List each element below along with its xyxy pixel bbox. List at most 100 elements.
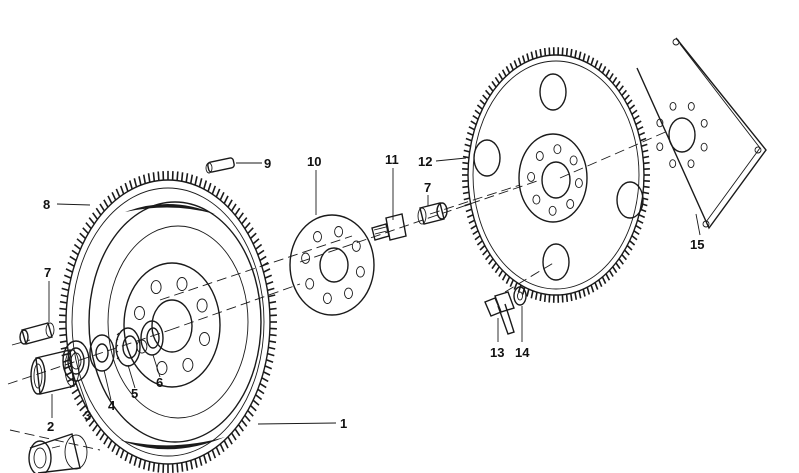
- callout-14: 14: [515, 345, 530, 360]
- bolt-hole: [700, 118, 708, 128]
- gear-tooth: [470, 224, 477, 230]
- gear-tooth: [464, 202, 471, 207]
- gear-tooth: [268, 340, 277, 344]
- gear-tooth: [138, 458, 142, 468]
- bolt-hole: [182, 357, 194, 372]
- gear-tooth: [82, 409, 89, 417]
- gear-tooth: [539, 293, 542, 302]
- gear-tooth: [266, 281, 274, 285]
- gear-tooth: [624, 94, 630, 101]
- gear-tooth: [255, 243, 263, 250]
- gear-tooth: [476, 240, 483, 246]
- gear-tooth: [95, 207, 102, 216]
- callout-8: 8: [43, 197, 50, 212]
- gear-tooth: [252, 399, 260, 406]
- gear-tooth: [103, 199, 109, 208]
- gear-tooth: [633, 230, 640, 236]
- gear-tooth: [601, 276, 607, 284]
- gear-tooth: [157, 171, 160, 181]
- gear-tooth: [88, 419, 95, 427]
- gear-tooth: [635, 224, 642, 230]
- gear-tooth: [462, 161, 469, 165]
- gear-tooth: [643, 161, 650, 165]
- gear-tooth: [268, 300, 277, 304]
- gear-tooth: [462, 185, 469, 189]
- gear-tooth: [640, 137, 647, 142]
- gear-tooth: [85, 414, 92, 422]
- gear-tooth: [115, 188, 121, 198]
- gear-tooth: [479, 244, 486, 251]
- gear-tooth: [476, 104, 483, 110]
- gear-tooth: [247, 409, 254, 417]
- gear-tooth: [543, 294, 547, 302]
- gear-tooth: [488, 258, 494, 265]
- gear-tooth: [474, 109, 481, 115]
- gear-tooth: [234, 428, 241, 437]
- gear-tooth: [180, 462, 184, 472]
- gear-tooth: [247, 227, 254, 235]
- gear-tooth: [111, 443, 117, 453]
- gear-tooth: [189, 460, 194, 470]
- gear-tooth: [244, 222, 251, 230]
- gear-tooth: [207, 452, 212, 462]
- gear-tooth: [462, 155, 470, 159]
- gear-tooth: [605, 69, 611, 77]
- callout-1: 1: [340, 416, 347, 431]
- gear-tooth: [466, 131, 474, 136]
- gear-tooth: [513, 282, 518, 290]
- flywheel-ring-gear-teeth: [59, 170, 277, 473]
- gear-tooth: [255, 394, 263, 401]
- gear-tooth: [643, 185, 650, 189]
- gear-tooth: [521, 55, 526, 64]
- gear-tooth: [128, 454, 133, 464]
- gear-tooth: [147, 173, 151, 183]
- gear-tooth: [638, 214, 646, 219]
- gear-tooth: [624, 249, 630, 256]
- gear-tooth: [142, 174, 147, 184]
- bolt-hole: [535, 151, 544, 161]
- gear-tooth: [63, 274, 72, 279]
- bolt-hole: [532, 194, 541, 205]
- assembly-axis-lines: [7, 129, 671, 451]
- gear-tooth: [67, 261, 75, 267]
- gear-tooth: [509, 279, 514, 288]
- gear-tooth: [133, 178, 138, 188]
- gear-tooth: [463, 197, 470, 201]
- spacer-disc-holes: [301, 226, 365, 304]
- gear-tooth: [59, 307, 67, 311]
- gear-tooth: [633, 114, 640, 120]
- callout-labels: 1 2 3 4 5 6 7 7 8 9 10 11 12 13 14 15: [43, 152, 704, 434]
- gear-tooth: [230, 203, 237, 212]
- gear-tooth: [71, 388, 79, 395]
- backing-plate: [636, 37, 767, 230]
- callout-15: 15: [690, 237, 704, 252]
- needle-bearing-5: [115, 327, 141, 367]
- gear-tooth: [95, 428, 102, 437]
- gear-tooth: [491, 80, 497, 88]
- bolt-hole: [351, 240, 361, 252]
- gear-tooth: [103, 436, 109, 445]
- gear-tooth: [594, 60, 599, 68]
- bolt-hole: [700, 142, 708, 152]
- gear-tooth: [517, 284, 522, 293]
- gear-tooth: [60, 294, 68, 298]
- gear-tooth: [215, 188, 221, 198]
- gear-tooth: [215, 446, 221, 456]
- gear-tooth: [468, 219, 475, 224]
- callout-9: 9: [264, 156, 271, 171]
- gear-tooth: [111, 191, 117, 201]
- drive-plate: [462, 47, 650, 303]
- gear-tooth: [107, 440, 113, 449]
- callout-7-right: 7: [424, 180, 431, 195]
- gear-tooth: [534, 50, 538, 58]
- bolt-hole: [305, 278, 315, 290]
- gear-tooth: [219, 443, 225, 453]
- gear-tooth: [147, 461, 151, 471]
- bolt-11: [371, 213, 407, 241]
- gear-tooth: [505, 276, 511, 284]
- gear-tooth: [124, 182, 129, 192]
- bolt-hole: [687, 159, 695, 169]
- gear-tooth: [485, 89, 491, 96]
- gear-tooth: [264, 274, 273, 279]
